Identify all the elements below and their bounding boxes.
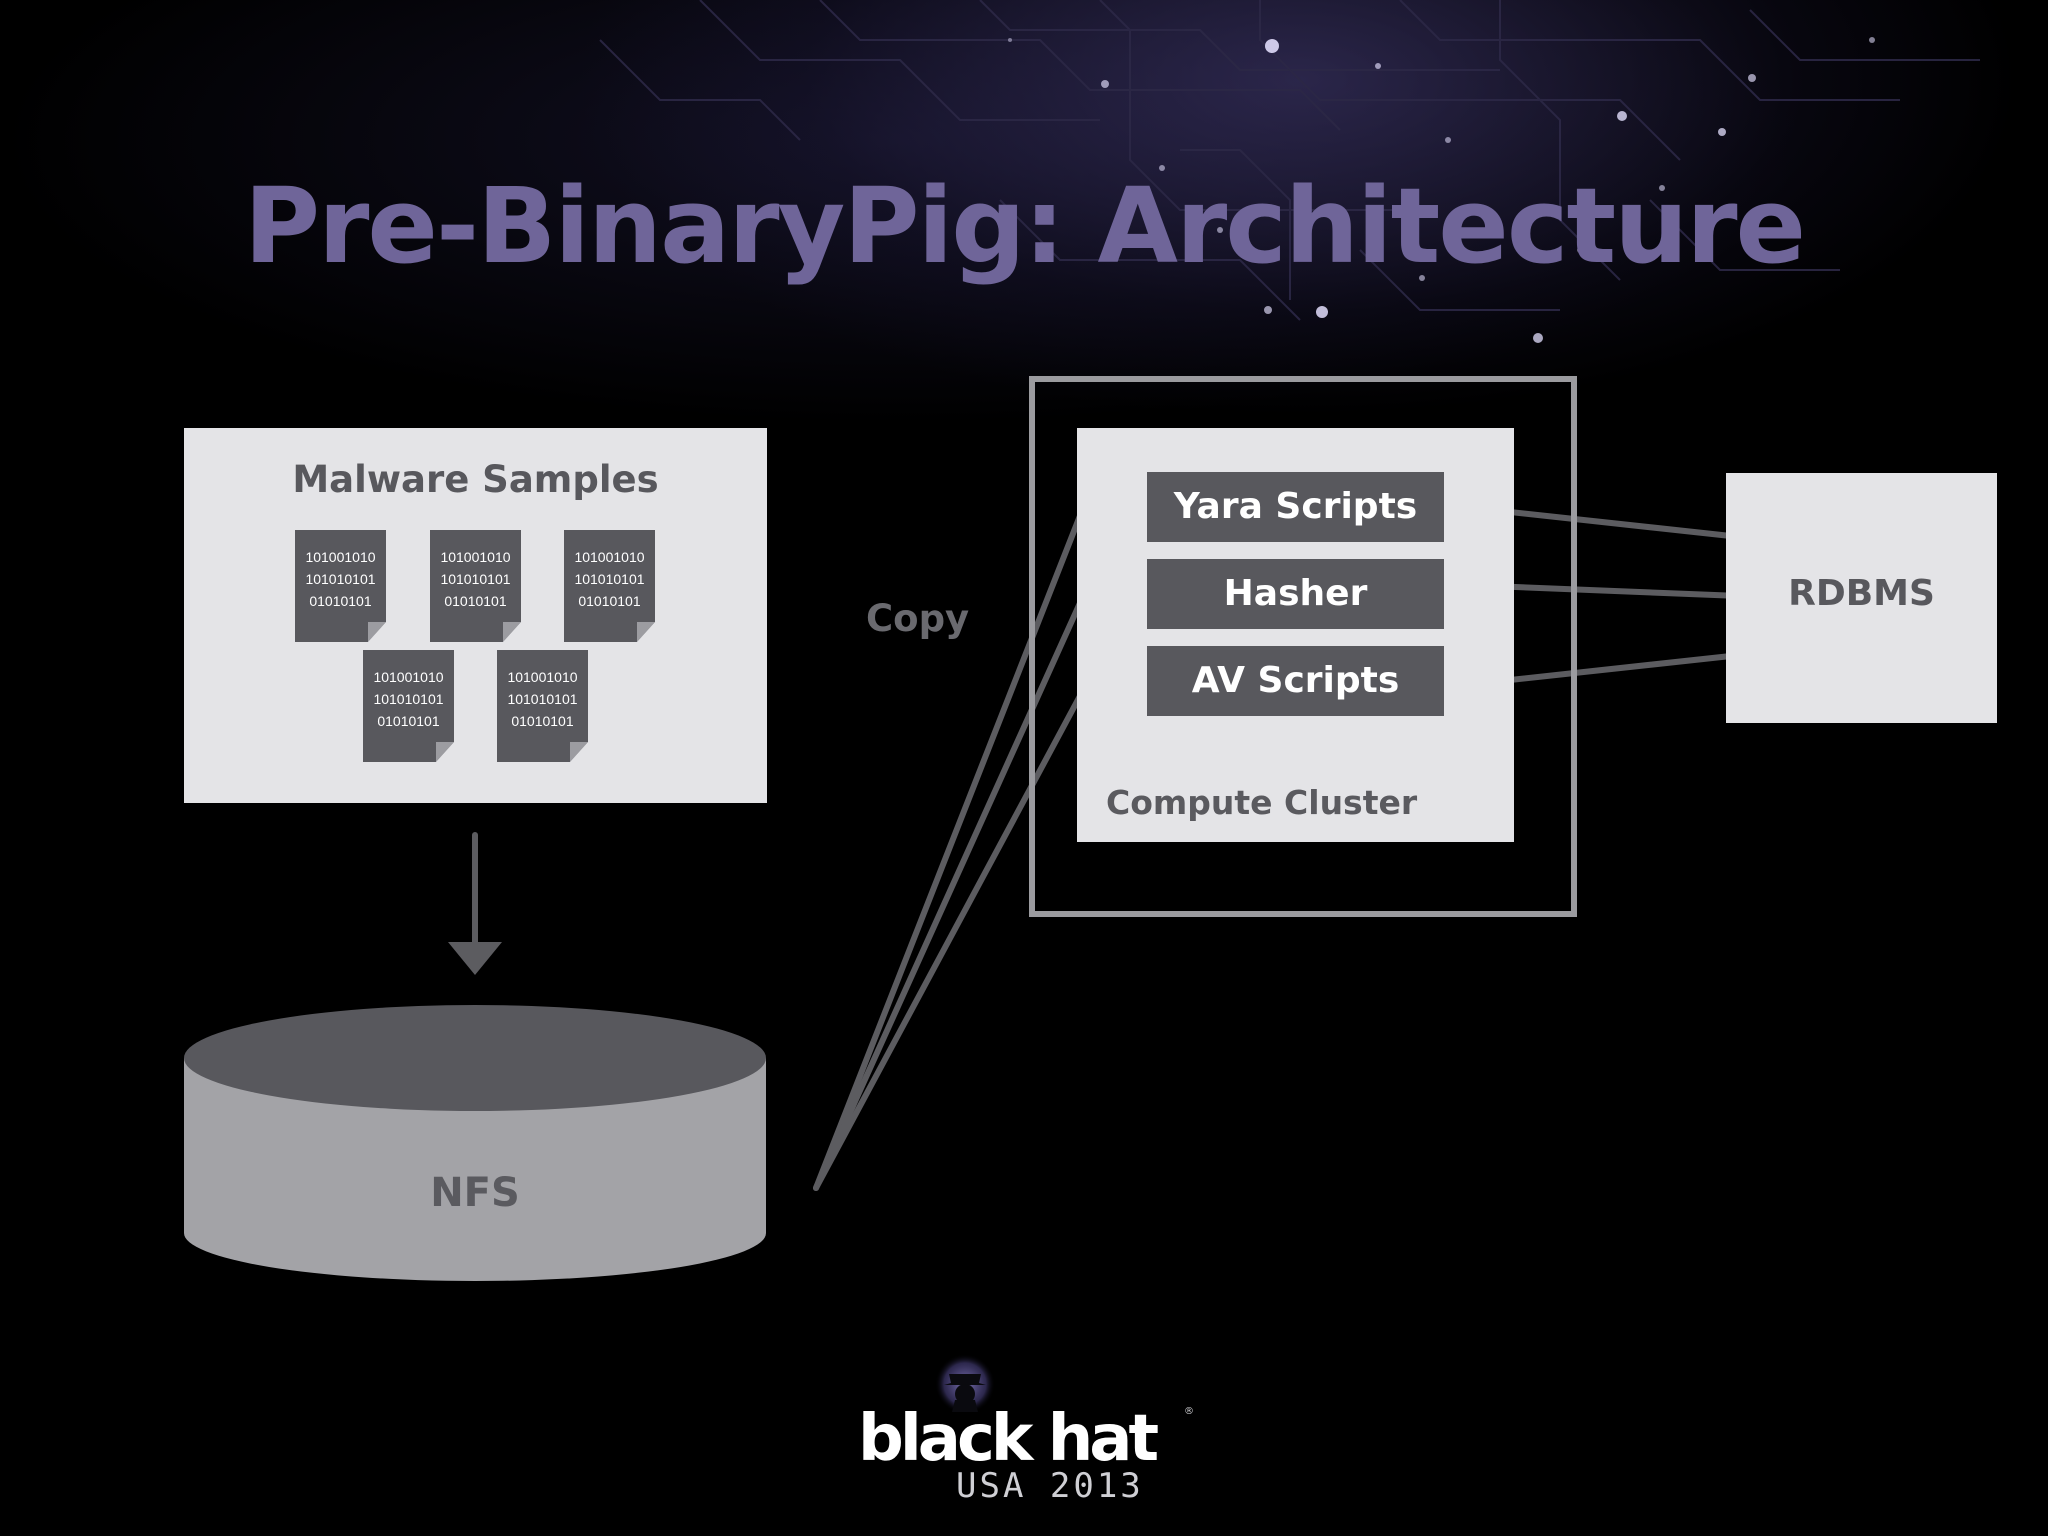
- logo-wordmark: black hat: [858, 1402, 1159, 1476]
- copy-arrow-line-3: [813, 637, 1113, 1191]
- binary-file-icon: 101001010 101010101 01010101: [295, 530, 386, 642]
- file-fold-icon: [503, 622, 521, 642]
- logo-registered-mark: ®: [1184, 1406, 1194, 1417]
- cluster-outer-frame: [1029, 376, 1577, 917]
- copy-arrow-line-2: [813, 549, 1106, 1191]
- file-fold-icon: [368, 622, 386, 642]
- rdbms-label: RDBMS: [1788, 573, 1935, 614]
- rdbms-box: RDBMS: [1726, 473, 1997, 723]
- blackhat-logo: black hat ® USA 2013: [850, 1350, 1200, 1510]
- nfs-storage-cylinder: [184, 1005, 766, 1281]
- yara-scripts-block: Yara Scripts: [1147, 472, 1444, 542]
- compute-cluster-label: Compute Cluster: [1106, 783, 1418, 822]
- logo-word-black: black: [858, 1402, 1033, 1476]
- nfs-label: NFS: [430, 1170, 520, 1216]
- file-fold-icon: [436, 742, 454, 762]
- malware-samples-box: Malware Samples 101001010 101010101 0101…: [184, 428, 767, 803]
- file-fold-icon: [637, 622, 655, 642]
- hasher-block: Hasher: [1147, 559, 1444, 629]
- av-scripts-block: AV Scripts: [1147, 646, 1444, 716]
- slide-title: Pre-BinaryPig: Architecture: [243, 165, 1806, 287]
- file-fold-icon: [570, 742, 588, 762]
- binary-file-text: 101001010 101010101 01010101: [305, 549, 376, 609]
- malware-samples-title: Malware Samples: [292, 458, 659, 501]
- binary-file-icon: 101001010 101010101 01010101: [363, 650, 454, 762]
- hat-icon: [935, 1354, 995, 1412]
- logo-word-hat: hat: [1047, 1402, 1159, 1476]
- copy-arrow-line-1: [813, 472, 1099, 1191]
- binary-file-text: 101001010 101010101 01010101: [373, 669, 444, 729]
- binary-file-text: 101001010 101010101 01010101: [507, 669, 578, 729]
- binary-file-text: 101001010 101010101 01010101: [440, 549, 511, 609]
- binary-file-text: 101001010 101010101 01010101: [574, 549, 645, 609]
- copy-label: Copy: [866, 597, 970, 640]
- ingest-arrow-head: [448, 942, 502, 975]
- logo-event-text: USA 2013: [956, 1466, 1144, 1506]
- binary-file-icon: 101001010 101010101 01010101: [564, 530, 655, 642]
